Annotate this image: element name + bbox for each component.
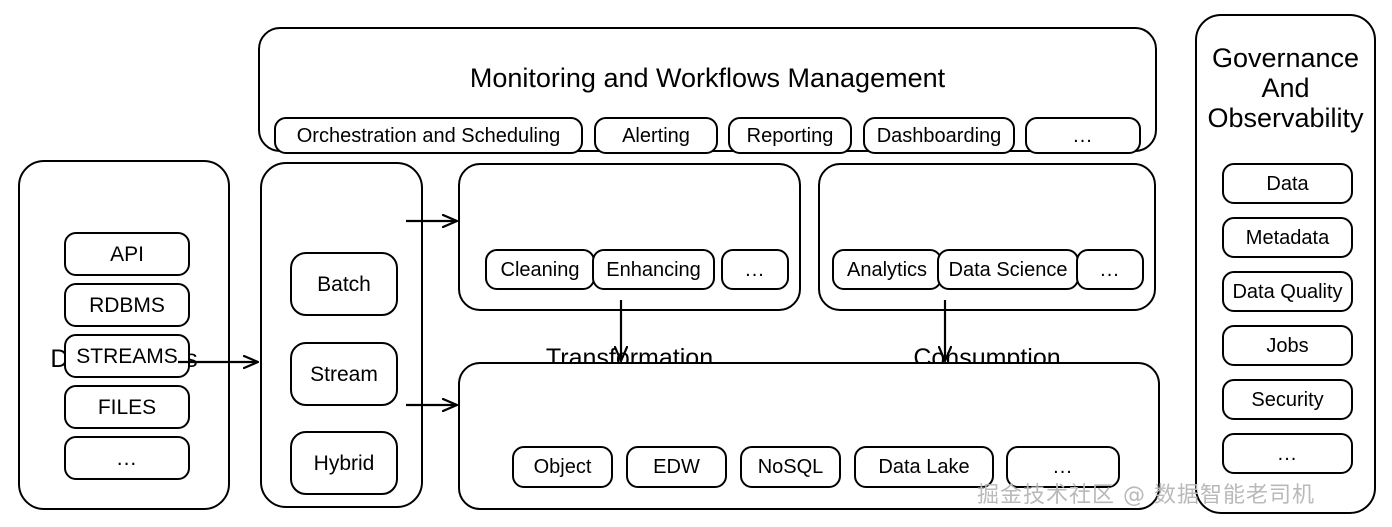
chip-reporting[interactable]: Reporting <box>728 117 852 154</box>
chip-ingestion-stream[interactable]: Stream <box>290 342 398 406</box>
chip-governance-data[interactable]: Data <box>1222 163 1353 204</box>
panel-transformation[interactable]: Transformation Cleaning Enhancing ... <box>458 163 801 372</box>
chip-dashboarding[interactable]: Dashboarding <box>863 117 1015 154</box>
chip-orchestration-and-scheduling[interactable]: Orchestration and Scheduling <box>274 117 583 154</box>
panel-storage[interactable]: Storage Object EDW NoSQL Data Lake ... <box>458 362 1160 510</box>
chip-governance-data-quality[interactable]: Data Quality <box>1222 271 1353 312</box>
chip-storage-data-lake[interactable]: Data Lake <box>854 446 994 488</box>
chip-transformation-cleaning[interactable]: Cleaning <box>485 249 595 290</box>
chip-consumption-more[interactable]: ... <box>1076 249 1144 290</box>
chip-alerting[interactable]: Alerting <box>594 117 718 154</box>
chip-source-files[interactable]: FILES <box>64 385 190 429</box>
chip-consumption-data-science[interactable]: Data Science <box>937 249 1079 290</box>
panel-governance-and-observability[interactable]: Governance And Observability Data Metada… <box>1195 14 1376 514</box>
chip-ingestion-batch[interactable]: Batch <box>290 252 398 316</box>
chip-storage-nosql[interactable]: NoSQL <box>740 446 841 488</box>
watermark: 掘金技术社区 @ 数据智能老司机 <box>977 483 1315 508</box>
panel-title-monitoring: Monitoring and Workflows Management <box>469 63 946 93</box>
panel-title-governance: Governance And Observability <box>1207 43 1364 134</box>
chip-governance-security[interactable]: Security <box>1222 379 1353 420</box>
chip-consumption-analytics[interactable]: Analytics <box>832 249 942 290</box>
chip-governance-more[interactable]: ... <box>1222 433 1353 474</box>
chip-storage-edw[interactable]: EDW <box>626 446 727 488</box>
chip-transformation-enhancing[interactable]: Enhancing <box>592 249 715 290</box>
chip-storage-more[interactable]: ... <box>1006 446 1120 488</box>
chip-ingestion-hybrid[interactable]: Hybrid <box>290 431 398 495</box>
chip-source-streams[interactable]: STREAMS <box>64 334 190 378</box>
chip-governance-metadata[interactable]: Metadata <box>1222 217 1353 258</box>
chip-monitoring-more[interactable]: ... <box>1025 117 1141 154</box>
chip-governance-jobs[interactable]: Jobs <box>1222 325 1353 366</box>
chip-transformation-more[interactable]: ... <box>721 249 789 290</box>
panel-monitoring-and-workflows-management[interactable]: Monitoring and Workflows Management Orch… <box>258 27 1157 154</box>
panel-ingestion[interactable]: Ingestion Batch Stream Hybrid <box>260 162 423 508</box>
panel-consumption[interactable]: Consumption Analytics Data Science ... <box>818 163 1156 372</box>
chip-source-rdbms[interactable]: RDBMS <box>64 283 190 327</box>
chip-source-more[interactable]: ... <box>64 436 190 480</box>
chip-source-api[interactable]: API <box>64 232 190 276</box>
chip-storage-object[interactable]: Object <box>512 446 613 488</box>
panel-data-sources[interactable]: Data sources API RDBMS STREAMS FILES ... <box>18 160 230 510</box>
